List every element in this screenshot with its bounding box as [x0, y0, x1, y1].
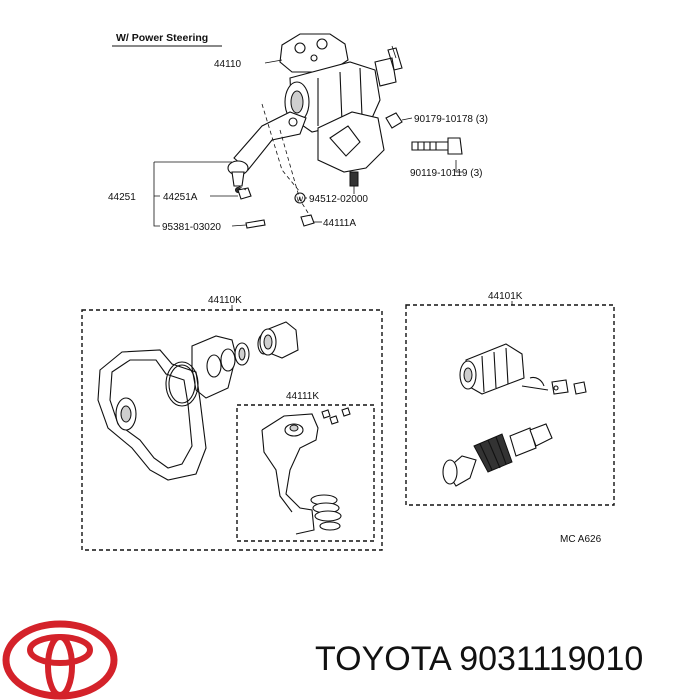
bolt-b [411, 137, 463, 155]
ring-stack-sub [310, 494, 342, 531]
small-bits [321, 407, 351, 425]
diagram-header-label: W/ Power Steering [116, 32, 208, 44]
label-arm-nut: 44251A [163, 192, 198, 203]
label-pitman-arm: 44251 [108, 192, 136, 203]
seal-cap [284, 423, 304, 437]
label-cotter: 95381-03020 [162, 222, 221, 233]
leader-line [231, 224, 247, 227]
leader-line [401, 117, 413, 121]
nut-part [300, 214, 315, 227]
o-ring-large [165, 361, 199, 407]
label-nut: 44111A [323, 218, 356, 229]
arm-nut [237, 187, 252, 200]
label-bolt-b: 90119-10119 (3) [410, 168, 482, 179]
kit-sub-frame [236, 404, 375, 542]
cotter-pin [245, 219, 266, 229]
label-gear-housing: 44110 [214, 59, 242, 70]
pitman-arm [227, 111, 307, 193]
brand-part-number-text: TOYOTA 9031119010 [315, 640, 643, 679]
label-kit-main: 44110K [208, 295, 242, 306]
toyota-logo [2, 620, 118, 700]
valve-sleeve [459, 343, 525, 395]
leader-line [455, 160, 462, 173]
label-kit-sub: 44111K [286, 391, 319, 402]
bolt-a [385, 112, 403, 129]
ring-set-mid [206, 342, 250, 378]
pin-clip-set [521, 376, 587, 395]
steering-gear-housing [279, 33, 403, 194]
kit-valve-frame [405, 304, 615, 506]
leader-line [153, 161, 232, 227]
part-number: 9031119010 [459, 640, 644, 678]
gasket-flange [191, 335, 237, 399]
washer-part: W [294, 192, 306, 204]
assembly-guide-line [237, 185, 247, 191]
gasket-sub [261, 413, 319, 535]
label-washer: 94512-02000 [309, 194, 368, 205]
piston-cup [259, 321, 299, 359]
assembly-guide-line [261, 103, 301, 193]
seal-ring-left [115, 397, 137, 431]
label-kit-valve: 44101K [488, 291, 523, 302]
valve-shaft [442, 423, 553, 487]
assembly-guide-line [279, 129, 311, 217]
label-bolt-a: 90179-10178 (3) [414, 114, 488, 125]
brand-name: TOYOTA [315, 640, 450, 678]
label-drawing-code: MC A626 [560, 534, 602, 545]
leader-line [264, 59, 283, 64]
